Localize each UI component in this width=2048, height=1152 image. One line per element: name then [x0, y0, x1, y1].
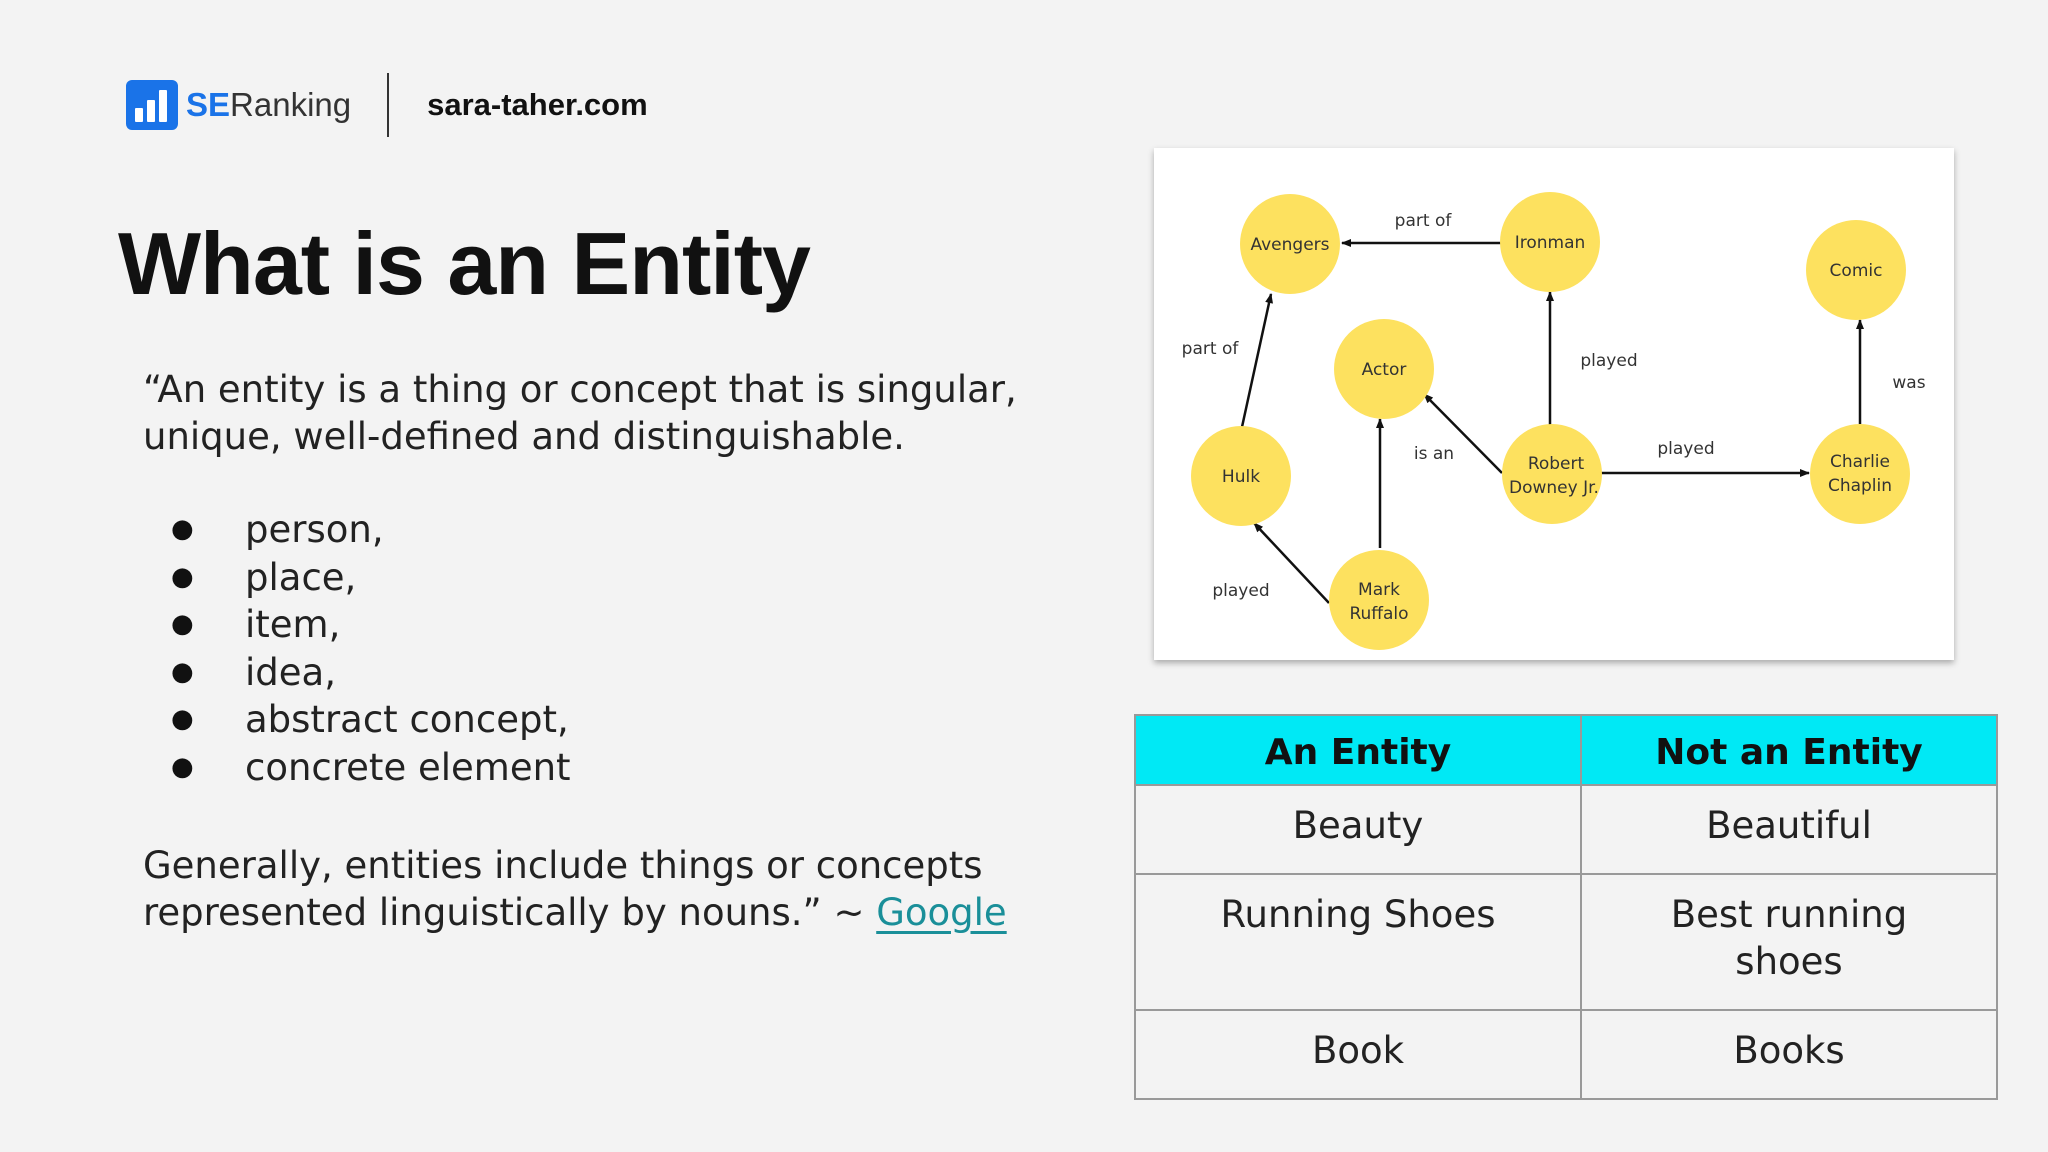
- node-hulk: Hulk: [1191, 426, 1291, 526]
- edge-label-chaplin-comic: was: [1892, 373, 1925, 393]
- list-item: person,: [143, 506, 1103, 554]
- list-item: place,: [143, 554, 1103, 602]
- table-row: Book Books: [1134, 1009, 1998, 1100]
- entity-definition: “An entity is a thing or concept that is…: [143, 366, 1103, 936]
- edge-label-ironman-avengers: part of: [1395, 211, 1453, 231]
- entity-types-list: person, place, item, idea, abstract conc…: [143, 506, 1103, 792]
- node-label: Actor: [1362, 360, 1407, 380]
- table-cell: Running Shoes: [1134, 873, 1582, 1011]
- column-header-not-entity: Not an Entity: [1580, 714, 1998, 786]
- list-item: idea,: [143, 649, 1103, 697]
- edge-hulk-avengers: [1240, 293, 1273, 428]
- node-avengers: Avengers: [1240, 194, 1340, 294]
- graph-nodes: Avengers Ironman Comic Actor Hulk Robert: [1191, 192, 1910, 650]
- header: SERanking sara-taher.com: [126, 72, 648, 138]
- site-name: sara-taher.com: [427, 87, 648, 122]
- table-cell: Books: [1580, 1009, 1998, 1100]
- node-label: Downey Jr.: [1509, 478, 1599, 498]
- list-item: abstract concept,: [143, 696, 1103, 744]
- node-robert-downey-jr: Robert Downey Jr.: [1502, 424, 1602, 524]
- edge-label-rdj-chaplin: played: [1657, 439, 1714, 459]
- node-label: Comic: [1830, 261, 1883, 281]
- entity-graph-diagram: part of part of played is an played was …: [1154, 148, 1954, 660]
- node-comic: Comic: [1806, 220, 1906, 320]
- node-actor: Actor: [1334, 319, 1434, 419]
- node-mark-ruffalo: Mark Ruffalo: [1329, 550, 1429, 650]
- edge-rdj-actor: [1423, 393, 1503, 474]
- node-label: Chaplin: [1828, 476, 1892, 496]
- edge-label-ruffalo-hulk: played: [1212, 581, 1269, 601]
- list-item: concrete element: [143, 744, 1103, 792]
- definition-outro: Generally, entities include things or co…: [143, 843, 1007, 934]
- edge-label-hulk-avengers: part of: [1182, 339, 1240, 359]
- graph-edges: [1240, 239, 1864, 604]
- table-row: Beauty Beautiful: [1134, 784, 1998, 875]
- entity-graph-svg: part of part of played is an played was …: [1182, 192, 1926, 650]
- header-divider: [387, 73, 390, 137]
- node-label: Mark: [1358, 580, 1400, 600]
- edge-label-rdj-ironman: played: [1580, 351, 1637, 371]
- graph-edge-labels: part of part of played is an played was …: [1182, 211, 1926, 601]
- entity-comparison-table: An Entity Not an Entity Beauty Beautiful…: [1134, 714, 1998, 1100]
- se-ranking-logo-icon: [126, 80, 178, 130]
- table-cell: Best running shoes: [1580, 873, 1998, 1011]
- google-link[interactable]: Google: [876, 890, 1007, 934]
- node-label: Ruffalo: [1349, 604, 1408, 624]
- page-title: What is an Entity: [118, 214, 811, 313]
- definition-intro: “An entity is a thing or concept that is…: [143, 368, 1017, 458]
- se-ranking-logo-text: SERanking: [186, 86, 352, 123]
- node-label: Charlie: [1830, 452, 1890, 472]
- edge-label-rdj-actor: is an: [1414, 444, 1454, 464]
- edge-ruffalo-hulk: [1253, 522, 1330, 604]
- node-charlie-chaplin: Charlie Chaplin: [1810, 424, 1910, 524]
- table-cell: Beauty: [1134, 784, 1582, 875]
- table-row: Running Shoes Best running shoes: [1134, 873, 1998, 1011]
- node-label: Hulk: [1222, 467, 1260, 487]
- table-cell: Book: [1134, 1009, 1582, 1100]
- node-label: Avengers: [1250, 235, 1329, 255]
- table-cell: Beautiful: [1580, 784, 1998, 875]
- column-header-entity: An Entity: [1134, 714, 1582, 786]
- node-label: Ironman: [1515, 233, 1586, 253]
- node-label: Robert: [1528, 454, 1585, 474]
- table-header-row: An Entity Not an Entity: [1134, 714, 1998, 786]
- node-ironman: Ironman: [1500, 192, 1600, 292]
- list-item: item,: [143, 601, 1103, 649]
